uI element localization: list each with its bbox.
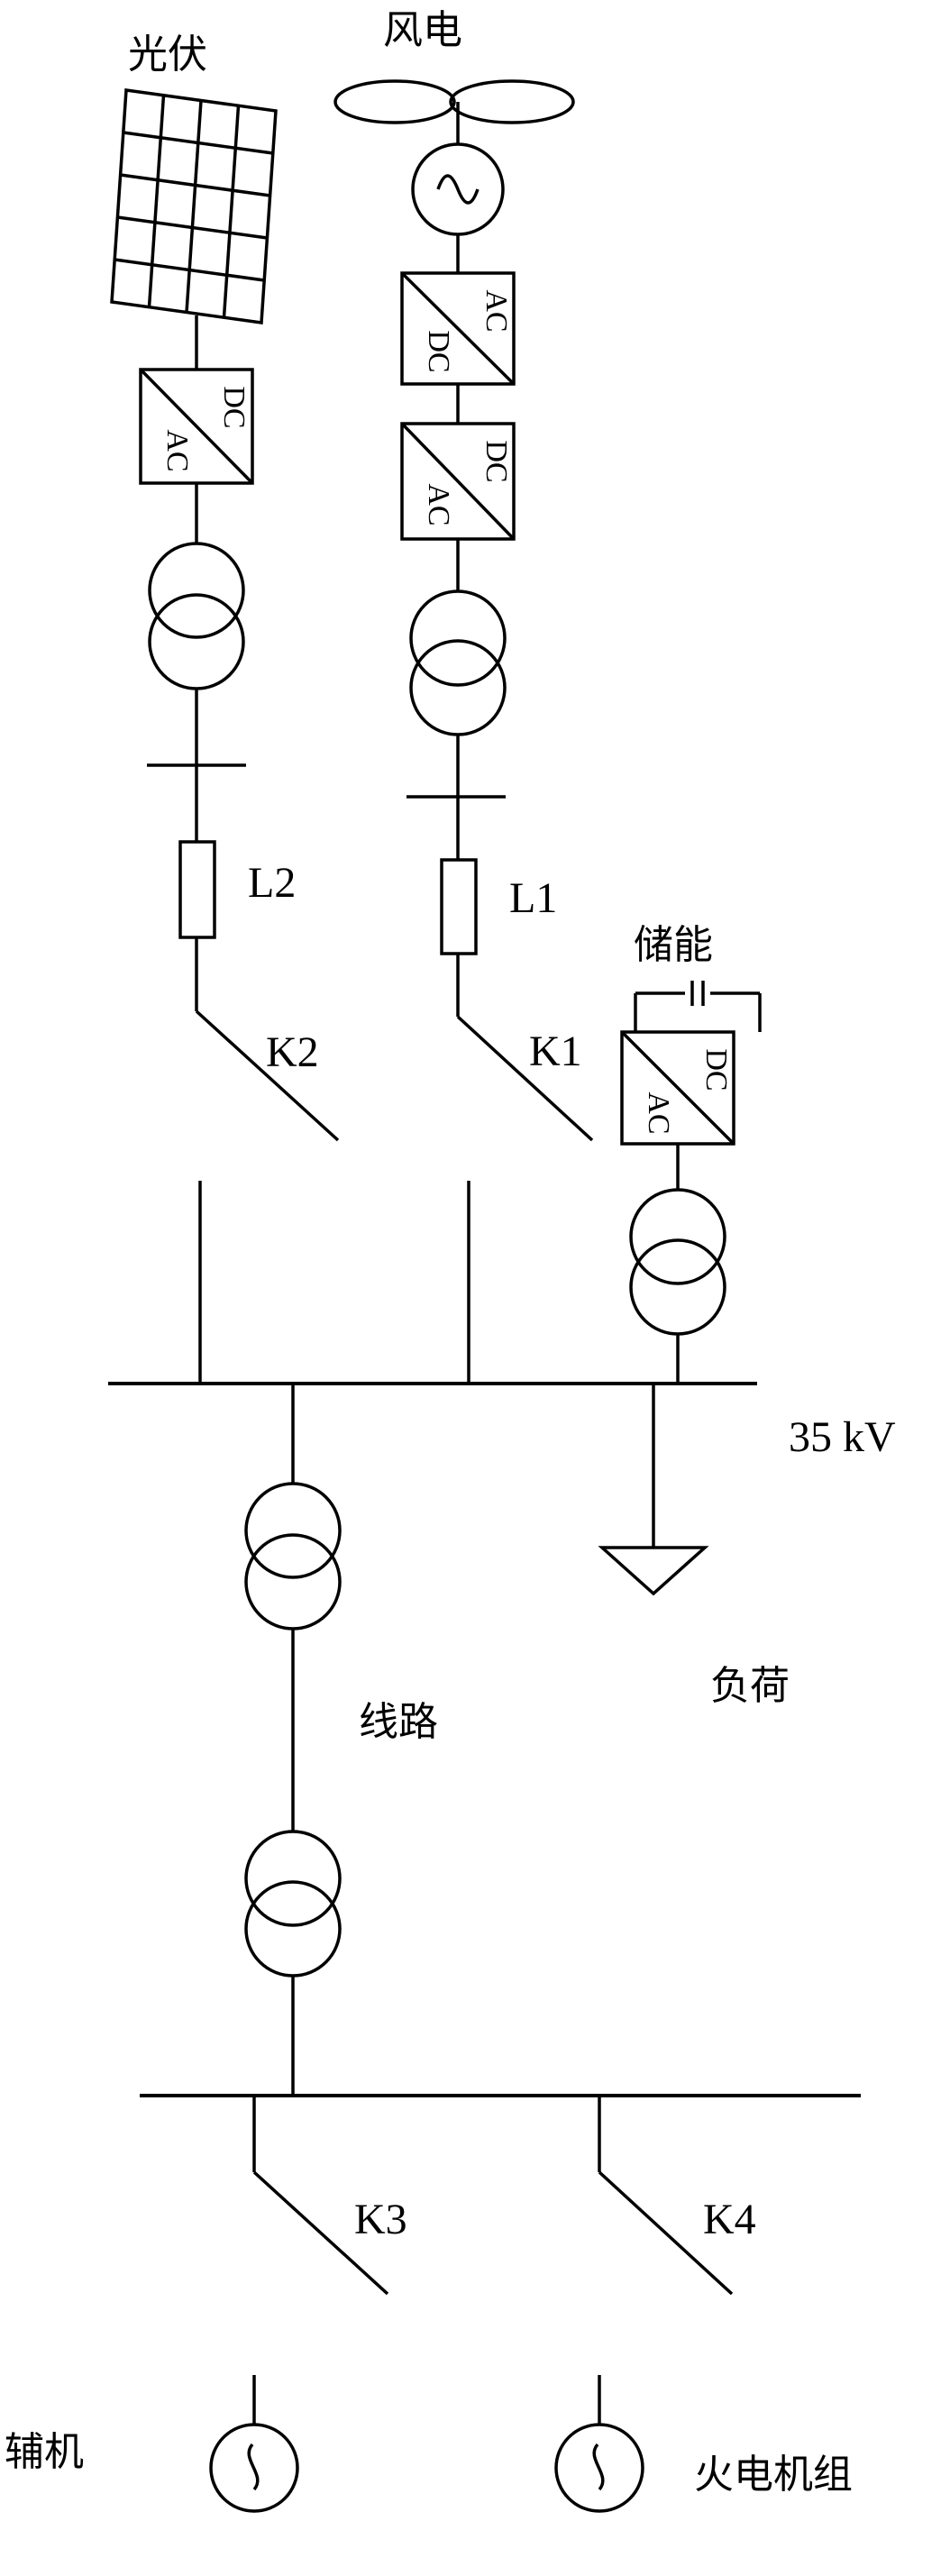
wind-turbine-icon: [333, 79, 575, 124]
storage-converter-top: DC: [699, 1048, 733, 1091]
aux-label: 辅机: [5, 2429, 84, 2475]
pv-transformer-icon: [148, 542, 245, 690]
storage-converter-bottom: AC: [642, 1092, 675, 1134]
wind-converter-1-bottom: DC: [422, 330, 455, 372]
load-label: 负荷: [710, 1663, 790, 1709]
k2-switch-icon[interactable]: [195, 1009, 340, 1142]
line-transformer-2-icon: [244, 1830, 342, 1978]
pv-converter-icon: DC AC: [139, 368, 254, 485]
l1-label: L1: [509, 874, 557, 922]
wind-converter-2-icon: DC AC: [400, 422, 516, 541]
k2-label: K2: [266, 1028, 319, 1076]
wind-reactor-icon: [440, 858, 478, 955]
l2-label: L2: [248, 859, 296, 907]
wind-generator-icon: [411, 142, 505, 236]
line-label: 线路: [359, 1699, 438, 1745]
storage-converter-icon: DC AC: [620, 1030, 735, 1146]
wind-transformer-icon: [409, 589, 507, 736]
k3-switch-icon[interactable]: [252, 2170, 389, 2296]
k1-label: K1: [529, 1028, 582, 1075]
aux-generator-icon: [209, 2423, 299, 2513]
load-icon: [598, 1546, 709, 1596]
capacitor-icon: [634, 981, 762, 1032]
k4-label: K4: [703, 2196, 756, 2243]
wind-converter-1-top: AC: [480, 289, 513, 332]
k4-switch-icon[interactable]: [598, 2170, 734, 2296]
wind-converter-1-icon: AC DC: [400, 271, 516, 386]
thermal-label: 火电机组: [694, 2452, 853, 2498]
k3-label: K3: [354, 2196, 407, 2243]
storage-transformer-icon: [629, 1188, 726, 1336]
solar-panel-icon: [110, 88, 278, 324]
wind-label: 风电: [383, 7, 462, 53]
wind-converter-2-bottom: AC: [422, 483, 455, 525]
bus-voltage-label: 35 kV: [789, 1413, 896, 1461]
wind-converter-2-top: DC: [480, 440, 513, 482]
pv-reactor-icon: [178, 840, 216, 939]
k1-switch-icon[interactable]: [456, 1015, 594, 1142]
pv-label: 光伏: [128, 32, 207, 78]
pv-converter-top: DC: [217, 386, 251, 428]
line-transformer-1-icon: [244, 1482, 342, 1631]
pv-converter-bottom: AC: [160, 429, 194, 471]
storage-label: 储能: [634, 922, 713, 968]
thermal-generator-icon: [554, 2423, 644, 2513]
